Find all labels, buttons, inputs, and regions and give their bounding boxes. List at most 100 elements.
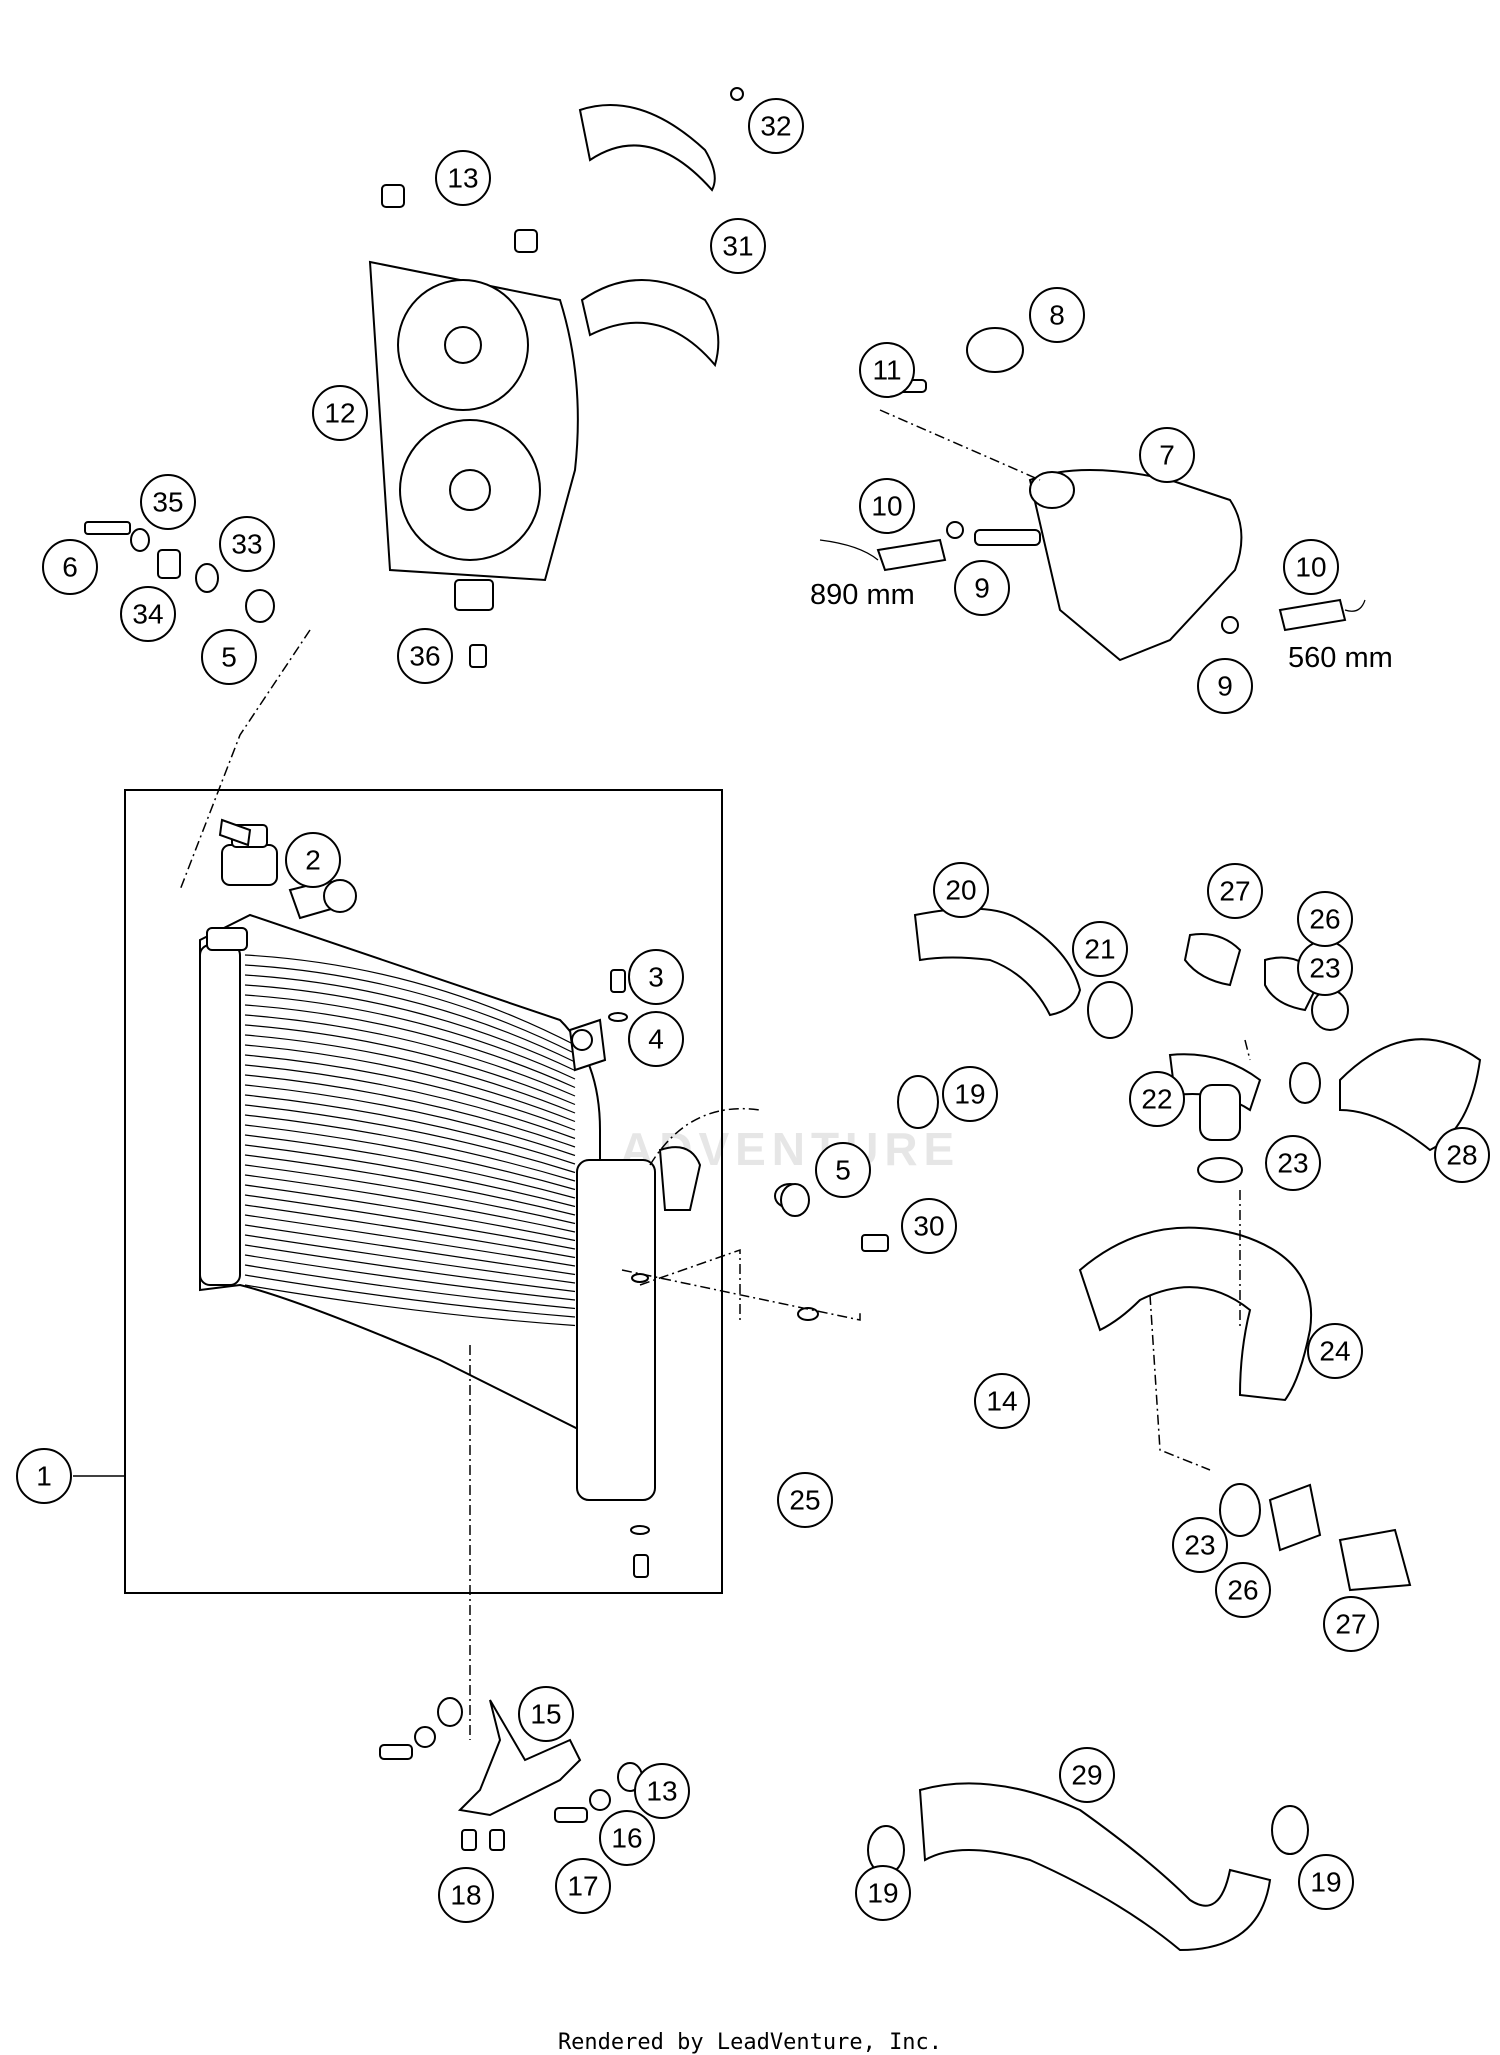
callout-1: 1 <box>16 1448 72 1504</box>
radiator-fin <box>244 1144 576 1208</box>
callout-number: 22 <box>1141 1084 1172 1115</box>
callout-number: 19 <box>1310 1867 1341 1898</box>
callout-25: 25 <box>777 1472 833 1528</box>
callout-number: 23 <box>1277 1148 1308 1179</box>
callout-circle <box>397 628 453 684</box>
callout-10: 10 <box>859 478 915 534</box>
callout-4: 4 <box>628 1011 684 1067</box>
callout-circle <box>435 150 491 206</box>
callout-circle <box>555 1858 611 1914</box>
callout-18: 18 <box>438 1867 494 1923</box>
callout-circle <box>777 1472 833 1528</box>
callout-circle <box>1059 1747 1115 1803</box>
callout-circle <box>634 1763 690 1819</box>
callout-number: 31 <box>722 231 753 262</box>
callout-11: 11 <box>859 342 915 398</box>
callout-circle <box>518 1686 574 1742</box>
radiator-fin <box>244 1094 576 1165</box>
footer-credit: Rendered by LeadVenture, Inc. <box>557 2030 943 2055</box>
callout-number: 10 <box>1295 552 1326 583</box>
callout-circle <box>1139 427 1195 483</box>
hose-length-right: 560 mm <box>1288 642 1393 674</box>
callout-26: 26 <box>1215 1562 1271 1618</box>
callout-circle <box>1323 1596 1379 1652</box>
radiator-fin <box>244 1134 576 1199</box>
callout-circle <box>628 949 684 1005</box>
callout-19: 19 <box>942 1066 998 1122</box>
radiator-fin <box>244 1164 576 1225</box>
callout-number: 35 <box>152 487 183 518</box>
callout-33: 33 <box>219 516 275 572</box>
callout-circle <box>628 1011 684 1067</box>
callout-23: 23 <box>1172 1517 1228 1573</box>
callout-number: 29 <box>1071 1760 1102 1791</box>
callout-number: 10 <box>871 491 902 522</box>
radiator-fin <box>244 1124 576 1191</box>
callout-number: 25 <box>789 1485 820 1516</box>
callout-5: 5 <box>201 629 257 685</box>
callout-26: 26 <box>1297 891 1353 947</box>
callout-circle <box>201 629 257 685</box>
fan-shroud <box>368 260 579 611</box>
callout-circle <box>859 342 915 398</box>
callout-number: 11 <box>872 355 901 386</box>
callout-number: 18 <box>450 1880 481 1911</box>
radiator-fin <box>244 1244 576 1293</box>
callout-number: 9 <box>1217 671 1233 702</box>
callout-13: 13 <box>634 1763 690 1819</box>
callout-number: 23 <box>1309 953 1340 984</box>
callout-34: 34 <box>120 586 176 642</box>
radiator-fin <box>244 994 576 1080</box>
mounting-bracket <box>379 1697 643 1851</box>
callout-number: 1 <box>36 1461 52 1492</box>
radiator-fin <box>244 1194 576 1250</box>
callout-circle <box>312 385 368 441</box>
radiator-fin <box>244 1274 576 1318</box>
callout-31: 31 <box>710 218 766 274</box>
callout-20: 20 <box>933 862 989 918</box>
callout-number: 15 <box>530 1699 561 1730</box>
overflow-hoses <box>819 521 1366 634</box>
radiator-fin <box>244 1074 576 1148</box>
radiator <box>199 878 702 1501</box>
callout-35: 35 <box>140 474 196 530</box>
callout-number: 32 <box>760 111 791 142</box>
callout-3: 3 <box>628 949 684 1005</box>
callout-19: 19 <box>855 1865 911 1921</box>
callout-number: 26 <box>1227 1575 1258 1606</box>
callout-19: 19 <box>1298 1854 1354 1910</box>
expansion-tank <box>885 327 1243 662</box>
callout-5: 5 <box>815 1142 871 1198</box>
callout-number: 27 <box>1335 1609 1366 1640</box>
callout-circle <box>1307 1323 1363 1379</box>
coolant-hose-upper <box>913 907 1082 1017</box>
callout-circle <box>748 98 804 154</box>
callout-number: 17 <box>567 1871 598 1902</box>
callout-17: 17 <box>555 1858 611 1914</box>
callout-circle <box>1434 1127 1490 1183</box>
radiator-fin <box>244 1174 576 1233</box>
callout-circle <box>933 862 989 918</box>
callout-7: 7 <box>1139 427 1195 483</box>
radiator-fin <box>244 1284 576 1327</box>
callout-number: 36 <box>409 641 440 672</box>
callout-circle <box>1129 1071 1185 1127</box>
callout-number: 23 <box>1184 1530 1215 1561</box>
coolant-hose-bottom <box>918 1782 1272 1952</box>
callout-number: 24 <box>1319 1336 1350 1367</box>
callout-circle <box>1265 1135 1321 1191</box>
callout-circle <box>219 516 275 572</box>
callout-circle <box>438 1867 494 1923</box>
callout-circle <box>1172 1517 1228 1573</box>
callout-22: 22 <box>1129 1071 1185 1127</box>
callout-number: 9 <box>974 573 990 604</box>
callout-13: 13 <box>435 150 491 206</box>
callout-circle <box>120 586 176 642</box>
callout-number: 34 <box>132 599 163 630</box>
radiator-fin <box>244 1114 576 1182</box>
callout-number: 14 <box>986 1386 1017 1417</box>
callout-number: 33 <box>231 529 262 560</box>
callout-32: 32 <box>748 98 804 154</box>
callout-circle <box>1215 1562 1271 1618</box>
